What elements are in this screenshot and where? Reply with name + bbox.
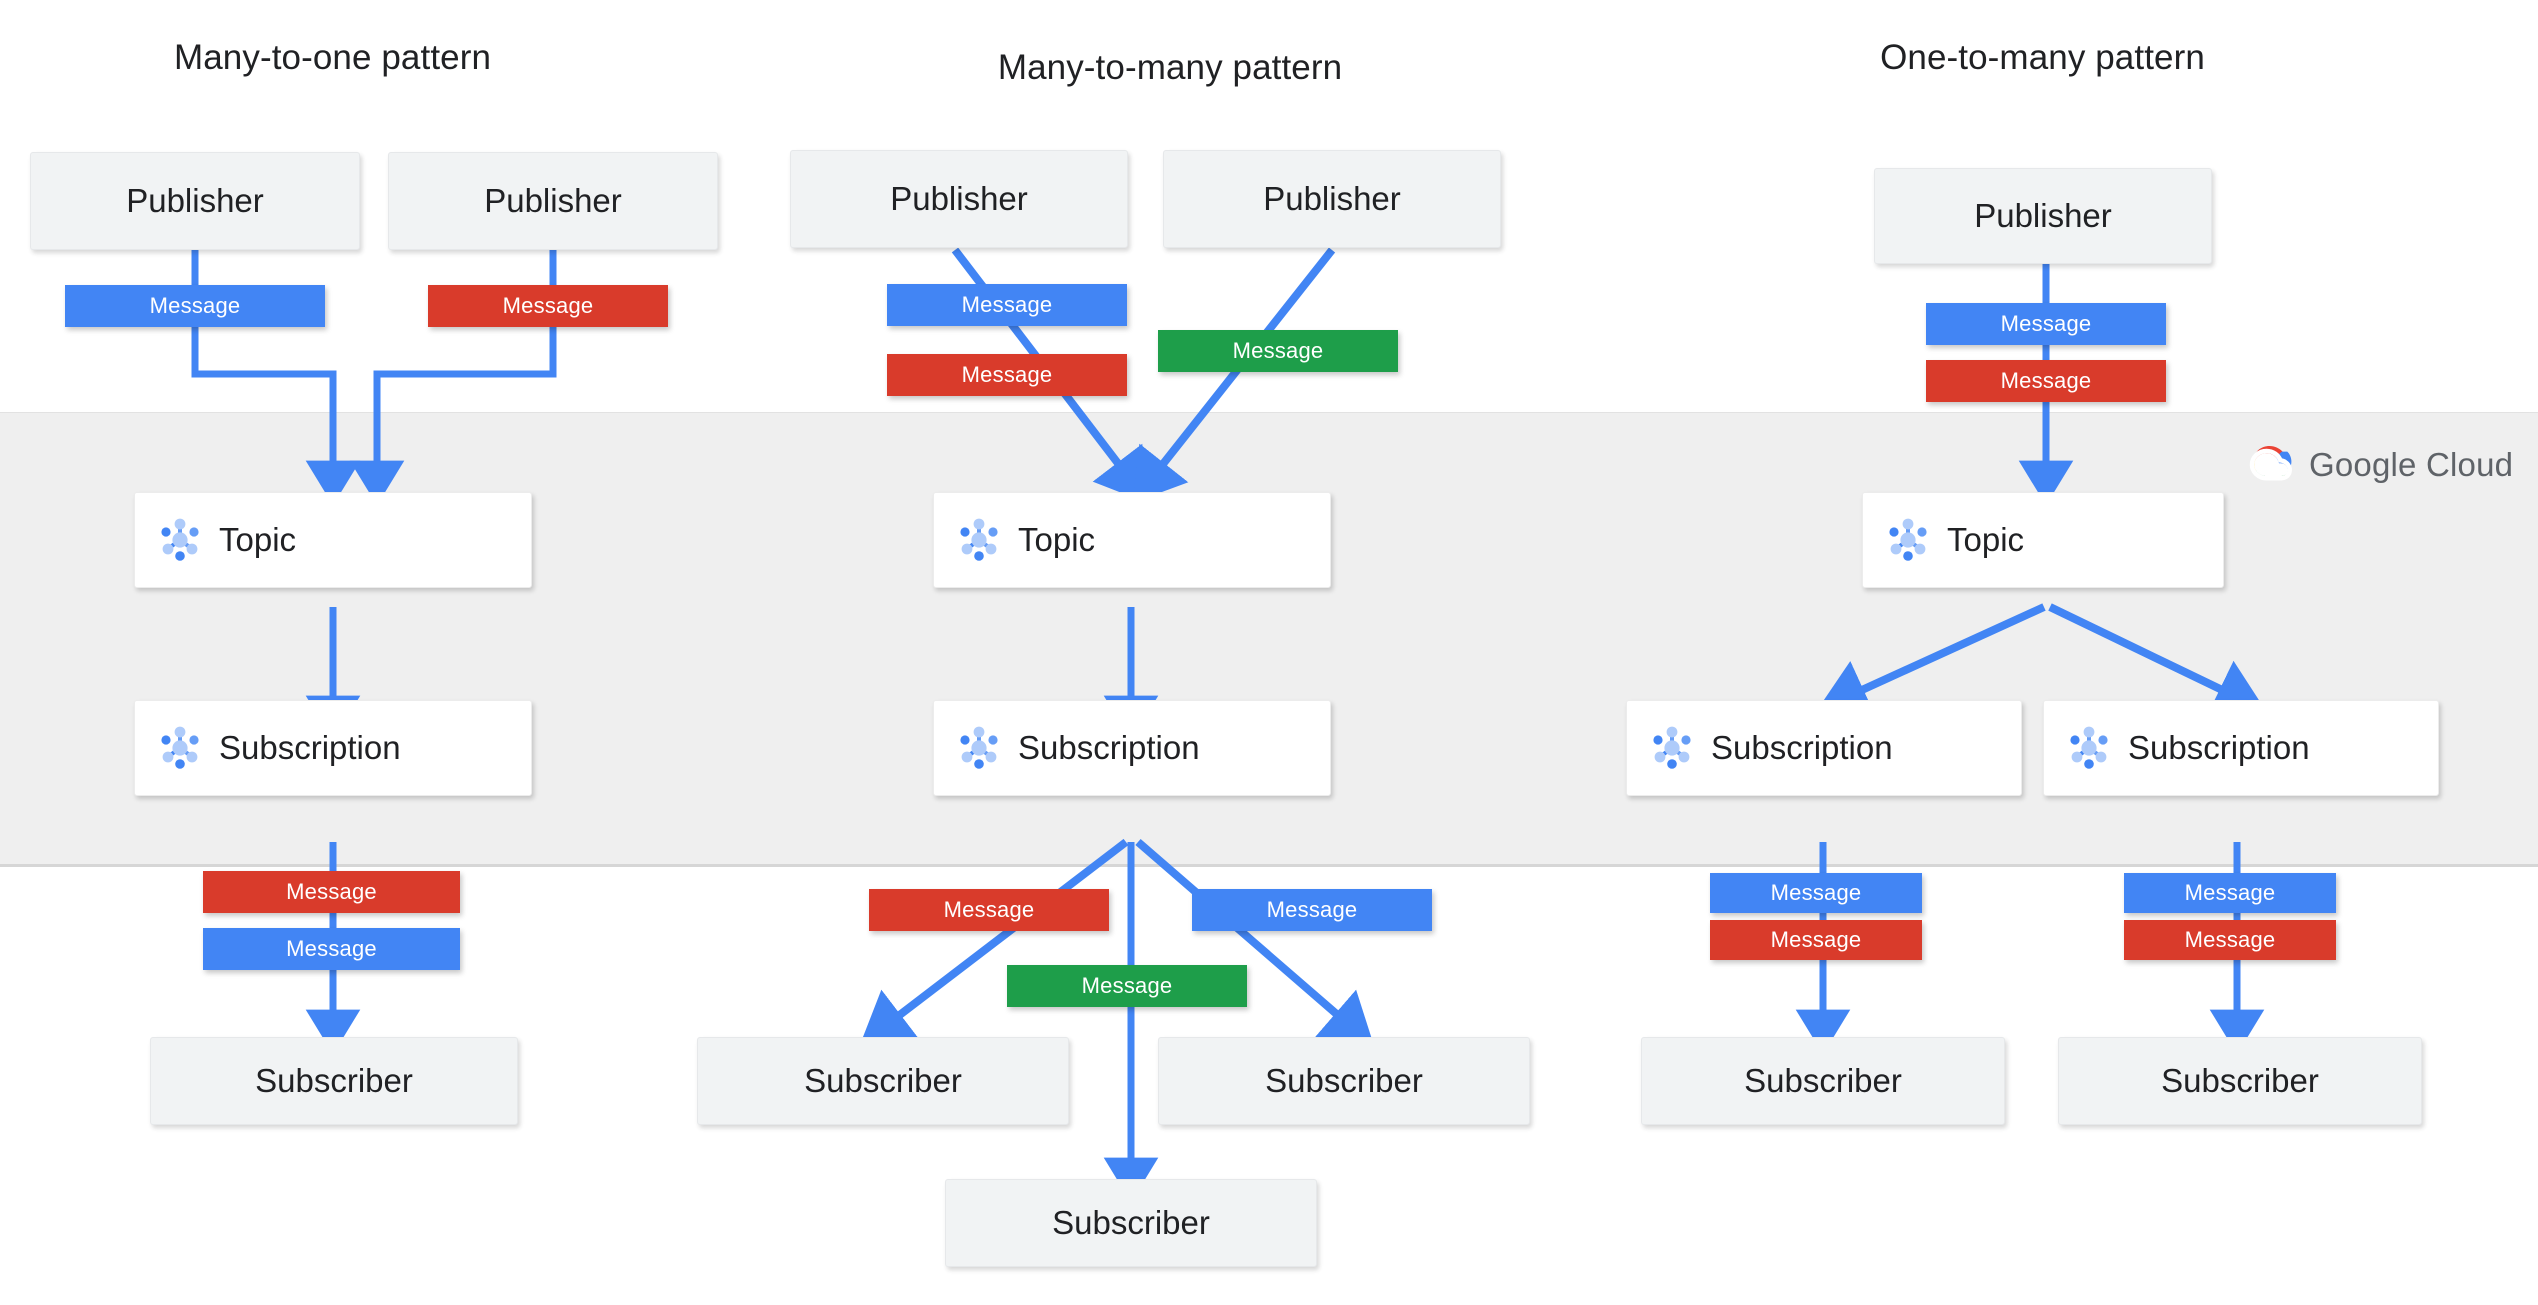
- publisher-box[interactable]: Publisher: [1874, 168, 2212, 264]
- subscriber-label: Subscriber: [804, 1062, 962, 1099]
- message-chip: Message: [1710, 873, 1922, 913]
- topic-box[interactable]: Topic: [134, 492, 532, 588]
- message-label: Message: [502, 293, 594, 318]
- publisher-label: Publisher: [890, 180, 1028, 217]
- publisher-box[interactable]: Publisher: [30, 152, 360, 250]
- topic-label: Topic: [1947, 521, 2025, 558]
- subscriber-box[interactable]: Subscriber: [1158, 1037, 1530, 1125]
- message-label: Message: [961, 292, 1053, 317]
- message-label: Message: [286, 879, 377, 904]
- publisher-label: Publisher: [1974, 197, 2112, 234]
- publisher-box[interactable]: Publisher: [388, 152, 718, 250]
- message-label: Message: [149, 293, 241, 318]
- publisher-label: Publisher: [1263, 180, 1401, 217]
- pubsub-topic-icon: [1885, 517, 1931, 563]
- subscription-label: Subscription: [1711, 729, 1893, 766]
- message-chip: Message: [1192, 889, 1432, 931]
- topic-label: Topic: [1018, 521, 1096, 558]
- subscriber-label: Subscriber: [2161, 1062, 2319, 1099]
- subscriber-box[interactable]: Subscriber: [697, 1037, 1069, 1125]
- google-cloud-logo: Google Cloud: [2239, 442, 2513, 488]
- message-chip: Message: [2124, 873, 2336, 913]
- message-chip: Message: [1926, 360, 2166, 402]
- message-label: Message: [2184, 927, 2276, 952]
- subscriber-box[interactable]: Subscriber: [1641, 1037, 2005, 1125]
- subscription-label: Subscription: [1018, 729, 1200, 766]
- message-label: Message: [1266, 897, 1358, 922]
- message-label: Message: [2000, 311, 2092, 336]
- publisher-label: Publisher: [126, 182, 264, 219]
- message-chip: Message: [1007, 965, 1247, 1007]
- message-chip: Message: [1926, 303, 2166, 345]
- topic-label: Topic: [219, 521, 297, 558]
- message-chip: Message: [869, 889, 1109, 931]
- message-label: Message: [2184, 880, 2276, 905]
- message-chip: Message: [203, 928, 460, 970]
- message-label: Message: [2000, 368, 2092, 393]
- subscription-box[interactable]: Subscription: [1626, 700, 2022, 796]
- google-cloud-cloud-icon: [2249, 446, 2292, 481]
- message-chip: Message: [887, 354, 1127, 396]
- topic-box[interactable]: Topic: [933, 492, 1331, 588]
- message-label: Message: [943, 897, 1035, 922]
- subscription-label: Subscription: [219, 729, 401, 766]
- pubsub-subscription-icon: [956, 725, 1002, 771]
- subscriber-label: Subscriber: [1265, 1062, 1423, 1099]
- message-label: Message: [961, 362, 1053, 387]
- subscription-box[interactable]: Subscription: [134, 700, 532, 796]
- publisher-box[interactable]: Publisher: [1163, 150, 1501, 248]
- message-label: Message: [286, 936, 377, 961]
- pubsub-subscription-icon: [157, 725, 203, 771]
- message-label: Message: [1232, 338, 1324, 363]
- subscriber-box[interactable]: Subscriber: [2058, 1037, 2422, 1125]
- message-chip: Message: [887, 284, 1127, 326]
- message-chip: Message: [203, 871, 460, 913]
- pubsub-subscription-icon: [1649, 725, 1695, 771]
- pubsub-topic-icon: [157, 517, 203, 563]
- subscriber-box[interactable]: Subscriber: [945, 1179, 1317, 1267]
- google-cloud-wordmark: Google Cloud: [2309, 446, 2514, 483]
- column-title-one-to-many: One-to-many pattern: [1880, 38, 2205, 77]
- pubsub-topic-icon: [956, 517, 1002, 563]
- subscription-box[interactable]: Subscription: [2043, 700, 2439, 796]
- pubsub-subscription-icon: [2066, 725, 2112, 771]
- message-label: Message: [1770, 880, 1862, 905]
- message-chip: Message: [428, 285, 668, 327]
- subscriber-label: Subscriber: [1052, 1204, 1210, 1241]
- publisher-label: Publisher: [484, 182, 622, 219]
- message-chip: Message: [1158, 330, 1398, 372]
- message-chip: Message: [65, 285, 325, 327]
- message-label: Message: [1770, 927, 1862, 952]
- subscriber-label: Subscriber: [1744, 1062, 1902, 1099]
- topic-box[interactable]: Topic: [1862, 492, 2224, 588]
- column-title-many-to-one: Many-to-one pattern: [173, 38, 492, 77]
- publisher-box[interactable]: Publisher: [790, 150, 1128, 248]
- message-label: Message: [1081, 973, 1173, 998]
- column-title-many-to-many: Many-to-many pattern: [997, 48, 1343, 87]
- subscriber-label: Subscriber: [255, 1062, 413, 1099]
- subscriber-box[interactable]: Subscriber: [150, 1037, 518, 1125]
- message-chip: Message: [2124, 920, 2336, 960]
- subscription-box[interactable]: Subscription: [933, 700, 1331, 796]
- message-chip: Message: [1710, 920, 1922, 960]
- subscription-label: Subscription: [2128, 729, 2310, 766]
